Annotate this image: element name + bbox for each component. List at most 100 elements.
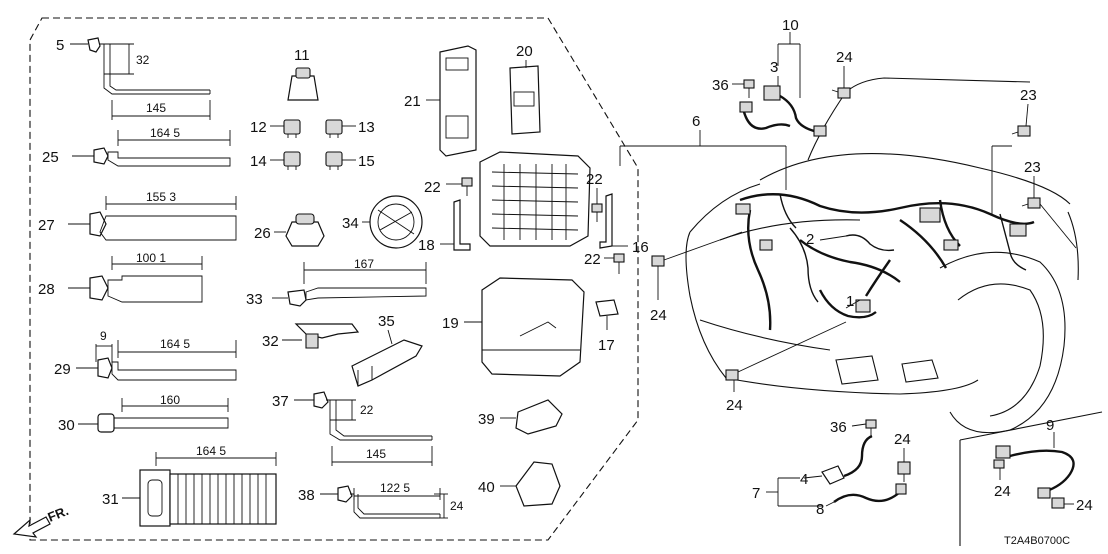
part-5-clip-bracket[interactable]	[70, 37, 211, 120]
callout-22-a: 22	[424, 179, 441, 196]
callout-29: 29	[54, 361, 71, 378]
part-8-ground-cable[interactable]	[825, 483, 907, 507]
callout-11: 11	[294, 47, 310, 64]
part-34-round-cover[interactable]	[362, 195, 423, 249]
part-30-clip-band[interactable]	[78, 398, 229, 433]
dim-38-height: 24	[450, 499, 464, 513]
part-28-clip-band[interactable]	[68, 256, 203, 303]
part-6-leader	[619, 130, 787, 190]
dim-38-length: 122 5	[380, 481, 410, 495]
callout-3: 3	[770, 59, 778, 76]
dim-29-length: 164 5	[160, 337, 190, 351]
dim-25-length: 164 5	[150, 126, 180, 140]
dim-37-height: 22	[360, 403, 374, 417]
part-1-engine-room-harness[interactable]	[735, 193, 1035, 331]
callout-35: 35	[378, 313, 395, 330]
callout-10: 10	[782, 17, 799, 34]
callout-16: 16	[632, 239, 649, 256]
callout-2: 2	[806, 231, 814, 248]
part-4-ground-cable[interactable]	[803, 434, 873, 485]
callout-8: 8	[816, 501, 824, 518]
callout-7: 7	[752, 485, 760, 502]
callout-40: 40	[478, 479, 495, 496]
front-arrow-icon	[12, 516, 51, 538]
callout-24-f: 24	[1076, 497, 1093, 514]
callout-14: 14	[250, 153, 267, 170]
part-29-clip-band[interactable]	[76, 340, 237, 381]
callout-36-b: 36	[830, 419, 847, 436]
part-24-bolt-strap-left[interactable]	[993, 459, 1005, 480]
part-35-cover[interactable]	[351, 329, 423, 387]
callout-31: 31	[102, 491, 119, 508]
part-22-bolt-left[interactable]	[446, 177, 473, 196]
part-17-clip[interactable]	[595, 299, 619, 330]
part-11-fuse-cap[interactable]	[287, 67, 319, 101]
part-14-fuse[interactable]	[270, 151, 301, 170]
part-33-clip-band[interactable]	[272, 262, 427, 307]
part-2-sub-harness[interactable]	[819, 234, 895, 252]
front-direction-label: FR.	[46, 503, 71, 525]
main-fuse-box[interactable]	[479, 151, 591, 247]
part-12-fuse[interactable]	[270, 119, 301, 138]
part-24-bolt-top[interactable]	[831, 66, 851, 99]
part-3-battery-cable[interactable]	[739, 76, 827, 137]
callout-33: 33	[246, 291, 263, 308]
callout-23-a: 23	[1020, 87, 1037, 104]
part-20-fuse-label-card[interactable]	[509, 60, 541, 135]
part-24-bolt-strap-right[interactable]	[1051, 497, 1074, 509]
callout-26: 26	[254, 225, 271, 242]
part-26-grommet[interactable]	[274, 213, 325, 247]
callout-32: 32	[262, 333, 279, 350]
part-25-clip-band[interactable]	[72, 130, 231, 167]
parts-group-boundary	[29, 17, 639, 541]
part-16-bracket[interactable]	[599, 193, 628, 249]
callout-22-b: 22	[586, 171, 603, 188]
part-36-bolt-top[interactable]	[732, 79, 755, 98]
callout-12: 12	[250, 119, 267, 136]
dim-30-length: 160	[160, 393, 180, 407]
part-32-holder[interactable]	[282, 323, 360, 349]
callout-13: 13	[358, 119, 375, 136]
part-24-bolt-bumper[interactable]	[725, 321, 847, 392]
part-9-ground-strap[interactable]	[995, 432, 1075, 499]
part-24-bolt-cable[interactable]	[897, 448, 911, 482]
dim-5-length: 145	[146, 101, 166, 115]
callout-5: 5	[56, 37, 64, 54]
front-direction-indicator: FR.	[12, 503, 71, 538]
callout-34: 34	[342, 215, 359, 232]
dim-27-length: 155 3	[146, 190, 176, 204]
part-13-fuse[interactable]	[325, 119, 356, 138]
part-40-cap[interactable]	[500, 461, 561, 507]
callout-24-b: 24	[650, 307, 667, 324]
part-37-clip-bracket[interactable]	[294, 391, 433, 466]
part-39-cap[interactable]	[500, 399, 563, 435]
callout-9: 9	[1046, 417, 1054, 434]
callout-4: 4	[800, 471, 808, 488]
dim-37-length: 145	[366, 447, 386, 461]
part-22-bolt-lower[interactable]	[604, 253, 625, 274]
dim-28-length: 100 1	[136, 251, 166, 265]
part-18-bracket[interactable]	[440, 199, 471, 251]
callout-25: 25	[42, 149, 59, 166]
part-31-corrugated-band[interactable]	[122, 452, 277, 527]
callout-6: 6	[692, 113, 700, 130]
part-22-bolt-right[interactable]	[591, 188, 603, 222]
part-15-fuse[interactable]	[325, 151, 356, 170]
callout-37: 37	[272, 393, 289, 410]
callout-18: 18	[418, 237, 435, 254]
part-23-bolt-upper[interactable]	[991, 103, 1031, 214]
part-10-leader	[777, 32, 801, 98]
callout-27: 27	[38, 217, 55, 234]
callout-20: 20	[516, 43, 533, 60]
part-27-clip-band[interactable]	[68, 196, 237, 241]
dim-5-height: 32	[136, 53, 150, 67]
callout-24-c: 24	[726, 397, 743, 414]
part-21-relay-module[interactable]	[426, 45, 477, 157]
part-19-fuse-box-cover[interactable]	[464, 277, 585, 377]
part-38-clip-bracket[interactable]	[320, 485, 448, 519]
callout-38: 38	[298, 487, 315, 504]
part-36-bolt-lower[interactable]	[851, 419, 877, 438]
callout-28: 28	[38, 281, 55, 298]
part-24-bolt-fender[interactable]	[651, 231, 743, 300]
part-23-bolt-lower[interactable]	[1021, 176, 1077, 249]
